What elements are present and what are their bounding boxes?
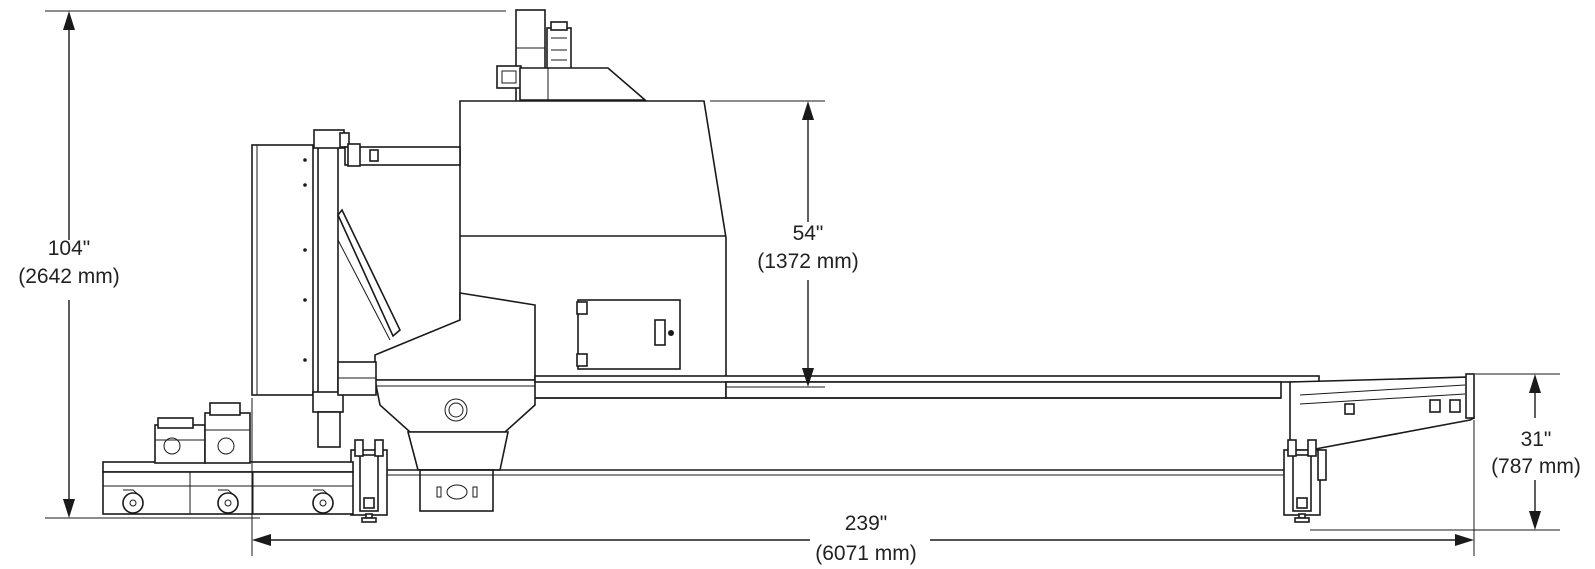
right-end-frame [1289, 376, 1475, 451]
caster-wheel [312, 492, 334, 514]
hopper-outlet [419, 469, 494, 512]
dimension-overall-length: 239" (6071 mm) [252, 512, 1474, 565]
overall-height-imperial: 104" [48, 237, 91, 260]
pump-cart [102, 402, 354, 515]
cabinet-height-imperial: 54" [793, 222, 824, 245]
right-leg [1283, 439, 1327, 523]
valve-box [496, 65, 522, 89]
dimension-overall-height: 104" (2642 mm) [18, 11, 120, 518]
hopper-funnel [374, 379, 536, 433]
table-height-imperial: 31" [1521, 428, 1552, 451]
overall-length-imperial: 239" [845, 512, 888, 535]
top-motor [546, 27, 572, 71]
dimension-table-height: 31" (787 mm) [1491, 374, 1581, 530]
overall-height-metric: (2642 mm) [18, 265, 120, 288]
overall-length-metric: (6071 mm) [815, 542, 917, 565]
roof-hood [519, 67, 648, 101]
side-panel [251, 144, 314, 396]
vertical-column [317, 144, 339, 396]
caster-wheel [217, 492, 239, 514]
cabinet-height-metric: (1372 mm) [757, 250, 859, 273]
machine-outline [102, 9, 1475, 523]
horizontal-arm [344, 146, 461, 166]
work-table-top [534, 375, 1320, 383]
door-handle [654, 319, 666, 346]
extension-lines [45, 10, 1560, 556]
dimension-cabinet-height: 54" (1372 mm) [757, 101, 859, 387]
table-height-metric: (787 mm) [1491, 455, 1581, 478]
left-leg [350, 439, 388, 523]
hopper-upper [374, 292, 536, 381]
caster-wheel [122, 492, 144, 514]
